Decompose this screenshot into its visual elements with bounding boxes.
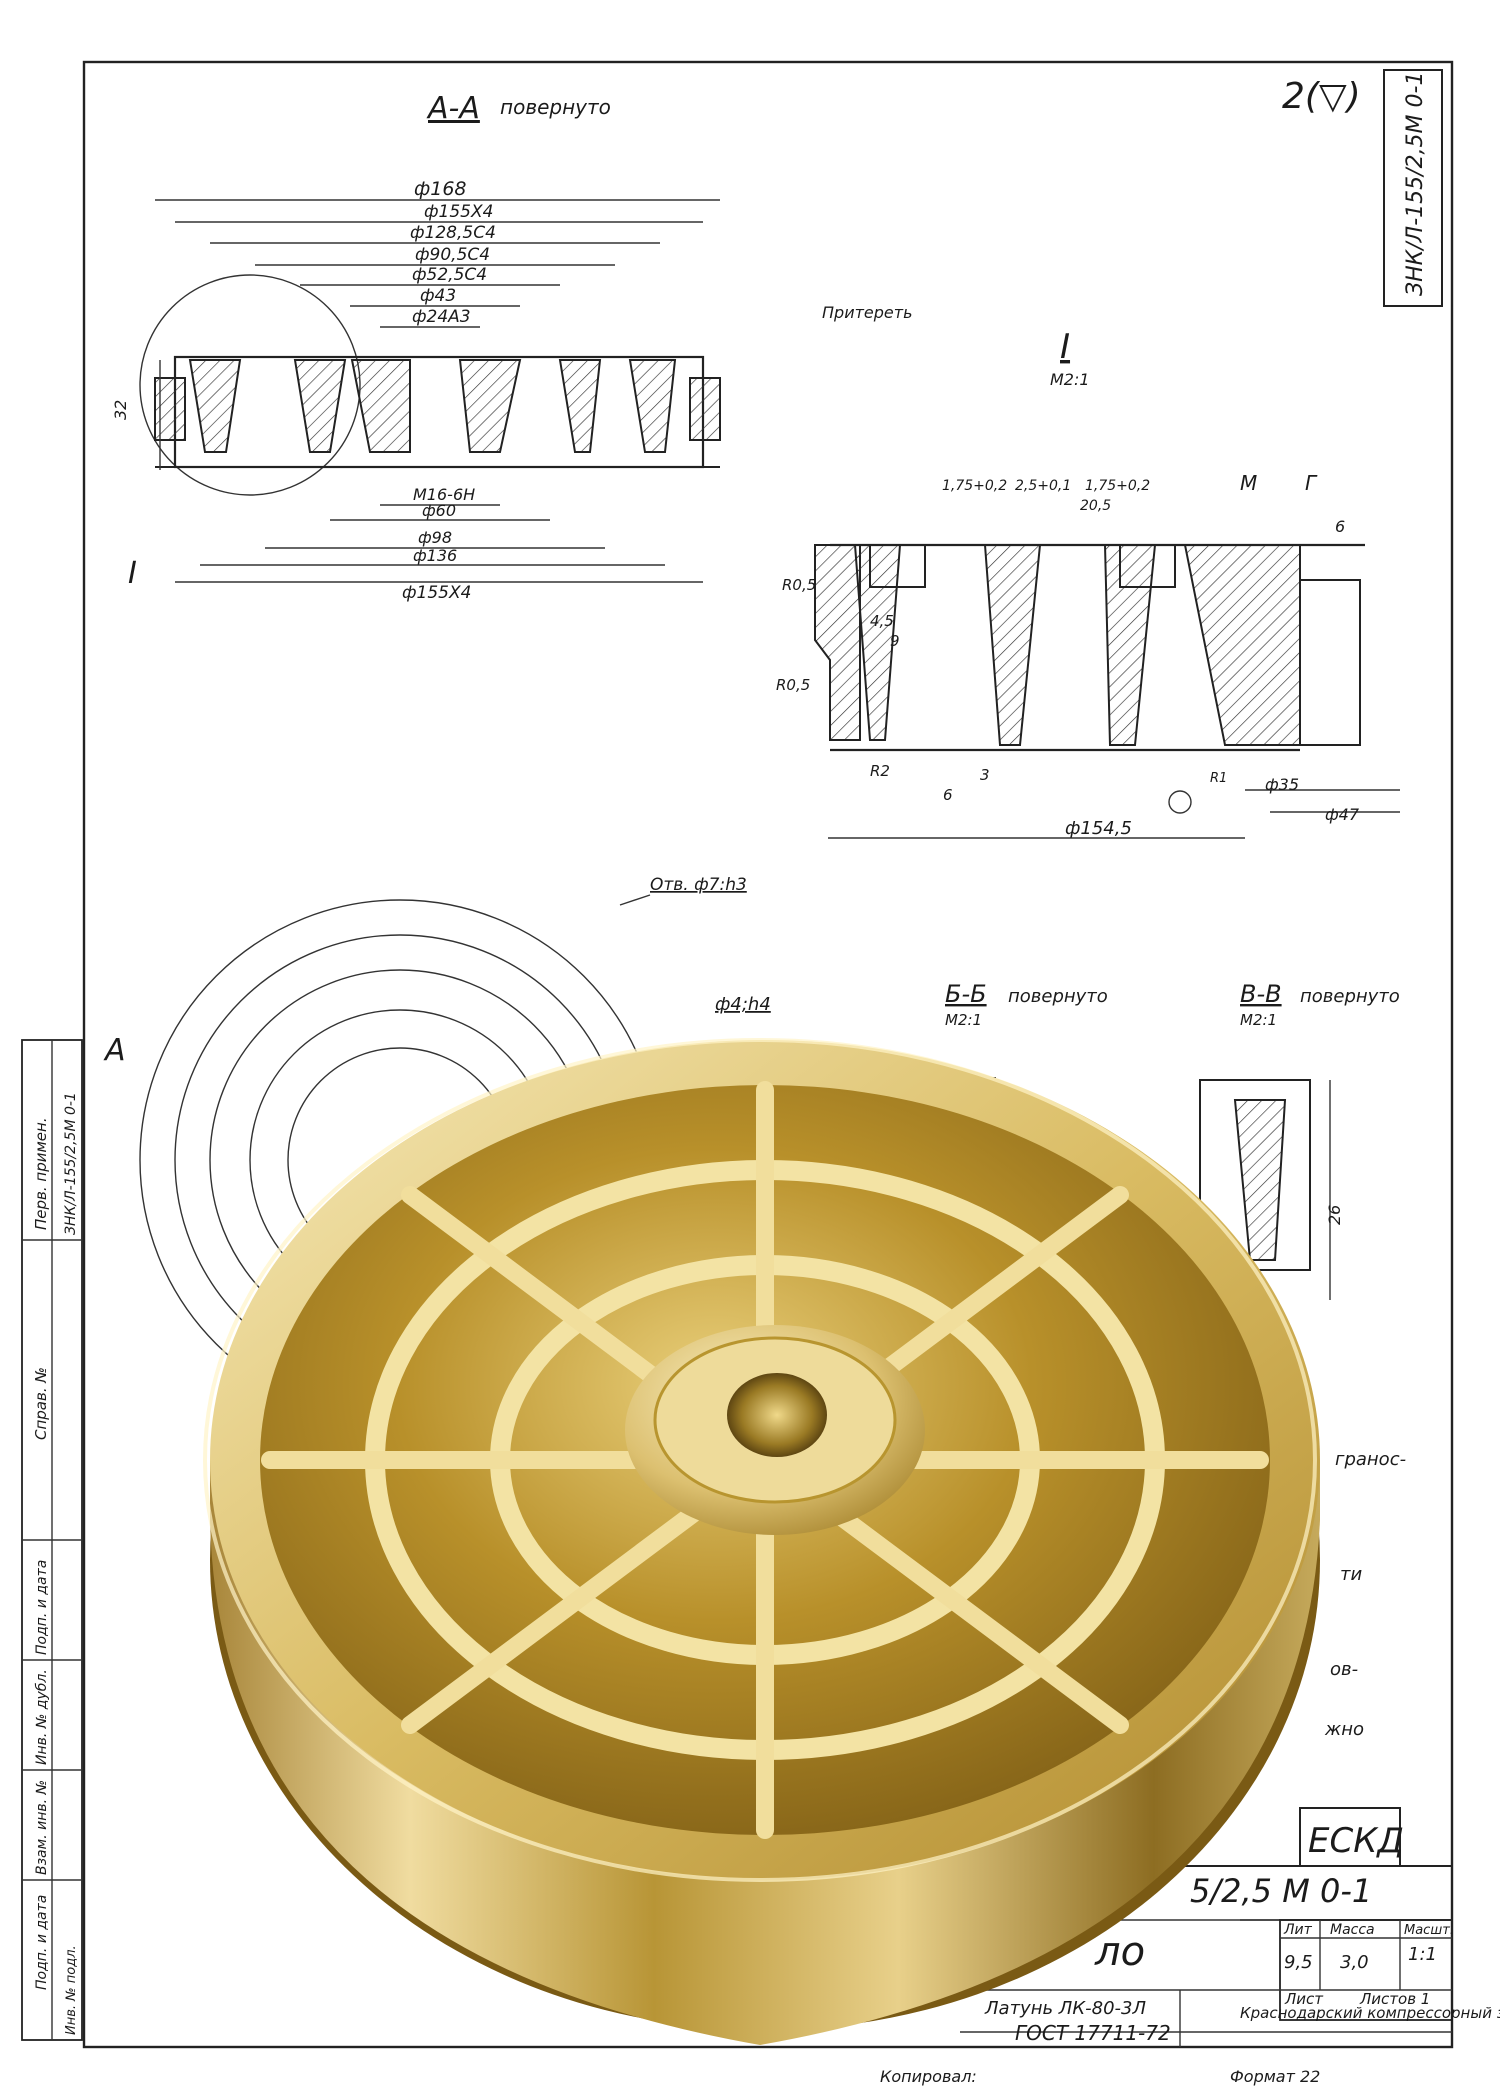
title-code: 5/2,5 М 0-1 — [1190, 1872, 1372, 1910]
detail-dim-15: ф47 — [1325, 805, 1360, 824]
section-aa-rotated: повернуто — [500, 95, 611, 119]
detail-dim-2: 1,75+0,2 — [1085, 478, 1150, 494]
standard-text: ГОСТ 17711-72 — [1015, 2021, 1171, 2045]
material-text: Латунь ЛК-80-3Л — [984, 1998, 1146, 2019]
side-label-6: Подп. и дата — [34, 1895, 50, 1990]
detail-dim-13: 9 — [890, 632, 900, 650]
detail-dim-17: R1 — [1210, 771, 1227, 786]
partial-note-3: жно — [1324, 1719, 1364, 1740]
title-name: ло — [1094, 1929, 1145, 1975]
doc-code-box: ЗНК/Л-155/2,5М 0-1 — [1383, 69, 1443, 307]
dim-top-2: ф128,5С4 — [410, 223, 496, 243]
side-label-5: Взам. инв. № — [34, 1780, 50, 1875]
dim-top-3: ф90,5С4 — [415, 245, 490, 265]
corner-mark: 2(▽) — [1282, 76, 1361, 117]
detail-dim-3: 20,5 — [1080, 498, 1111, 514]
section-bb-title: Б-Б — [945, 980, 987, 1008]
section-bb-scale: М2:1 — [945, 1011, 982, 1029]
section-vv-title: В-В — [1240, 980, 1282, 1008]
sheet-label: Лист — [1284, 1990, 1324, 2008]
eskd-label: ЕСКД — [1308, 1821, 1404, 1861]
detail-i-scale: М2:1 — [1050, 370, 1090, 389]
detail-i-title: I — [1060, 327, 1070, 367]
detail-dim-21: 26 — [1325, 1205, 1344, 1225]
detail-dim-12: 4,5 — [870, 612, 894, 630]
detail-i-view — [814, 543, 1400, 839]
view-a-label: А — [103, 1033, 126, 1068]
side-label-strip — [21, 1039, 83, 2041]
detail-dim-20: 6 — [1335, 517, 1345, 536]
detail-dim-9: 3 — [980, 766, 990, 784]
table-header-2: Масшт. — [1404, 1923, 1454, 1938]
dim-bottom-4: ф155Х4 — [402, 583, 471, 603]
detail-dim-16: ф154,5 — [1065, 818, 1132, 839]
brass-part-render — [203, 1038, 1320, 2045]
side-label-1: ЗНК/Л-155/2,5М 0-1 — [63, 1092, 79, 1235]
section-aa-view — [139, 199, 721, 583]
table-value-2: 1:1 — [1408, 1944, 1437, 1965]
detail-dim-8: R2 — [870, 762, 890, 780]
partial-note-2: ов- — [1330, 1659, 1358, 1680]
side-label-4: Инв. № дубл. — [34, 1669, 50, 1765]
dim-bottom-1: ф60 — [422, 501, 456, 520]
note-lap: Притереть — [822, 303, 913, 322]
dim-top-1: ф155Х4 — [424, 202, 493, 222]
side-label-3: Подп. и дата — [34, 1560, 50, 1655]
dim-bottom-0: М16-6Н — [413, 485, 475, 504]
detail-dim-6: R0,5 — [782, 576, 816, 594]
height-dim: 32 — [111, 400, 130, 420]
doc-code-text: ЗНК/Л-155/2,5М 0-1 — [1403, 72, 1428, 296]
sheets-label: Листов 1 — [1359, 1990, 1430, 2008]
side-label-7: Инв. № подл. — [64, 1945, 79, 2035]
table-header-0: Лит — [1283, 1922, 1313, 1938]
format-label: Формат 22 — [1230, 2067, 1320, 2086]
section-vv-rotated: повернуто — [1300, 986, 1400, 1007]
section-vv-scale: М2:1 — [1240, 1011, 1277, 1029]
dim-top-0: ф168 — [414, 178, 467, 200]
view-i-label-left: I — [128, 556, 137, 591]
detail-dim-1: 2,5+0,1 — [1015, 478, 1071, 494]
dim-bottom-3: ф136 — [413, 546, 457, 565]
dim-top-5: ф43 — [420, 286, 456, 306]
side-label-2: Справ. № — [32, 1367, 50, 1440]
company-text: Краснодарский компрессорный завод — [1240, 2004, 1500, 2022]
partial-note-0: гранос- — [1335, 1449, 1406, 1470]
detail-dim-0: 1,75+0,2 — [942, 478, 1007, 494]
detail-dim-10: 6 — [943, 786, 953, 804]
partial-note-1: ти — [1340, 1564, 1362, 1585]
table-value-0: 9,5 — [1284, 1952, 1313, 1973]
copied-label: Копировал: — [880, 2067, 977, 2086]
detail-dim-7: R0,5 — [776, 676, 810, 694]
dim-top-4: ф52,5С4 — [412, 265, 487, 285]
drawing-frame — [82, 60, 1454, 2049]
detail-dim-18: М — [1240, 471, 1257, 495]
dim-bottom-2: ф98 — [418, 528, 452, 547]
dim-top-6: ф24А3 — [412, 307, 471, 327]
table-header-1: Масса — [1330, 1922, 1375, 1938]
side-label-0: Перв. примен. — [32, 1117, 50, 1230]
section-aa-title: А-А — [426, 91, 480, 126]
detail-dim-19: Г — [1305, 471, 1318, 495]
note-hole1: Отв. ф7:h3 — [650, 875, 747, 895]
note-hole2: ф4;h4 — [715, 994, 771, 1015]
section-bb-rotated: повернуто — [1008, 986, 1108, 1007]
table-value-1: 3,0 — [1340, 1952, 1369, 1973]
detail-dim-14: ф35 — [1265, 775, 1299, 794]
